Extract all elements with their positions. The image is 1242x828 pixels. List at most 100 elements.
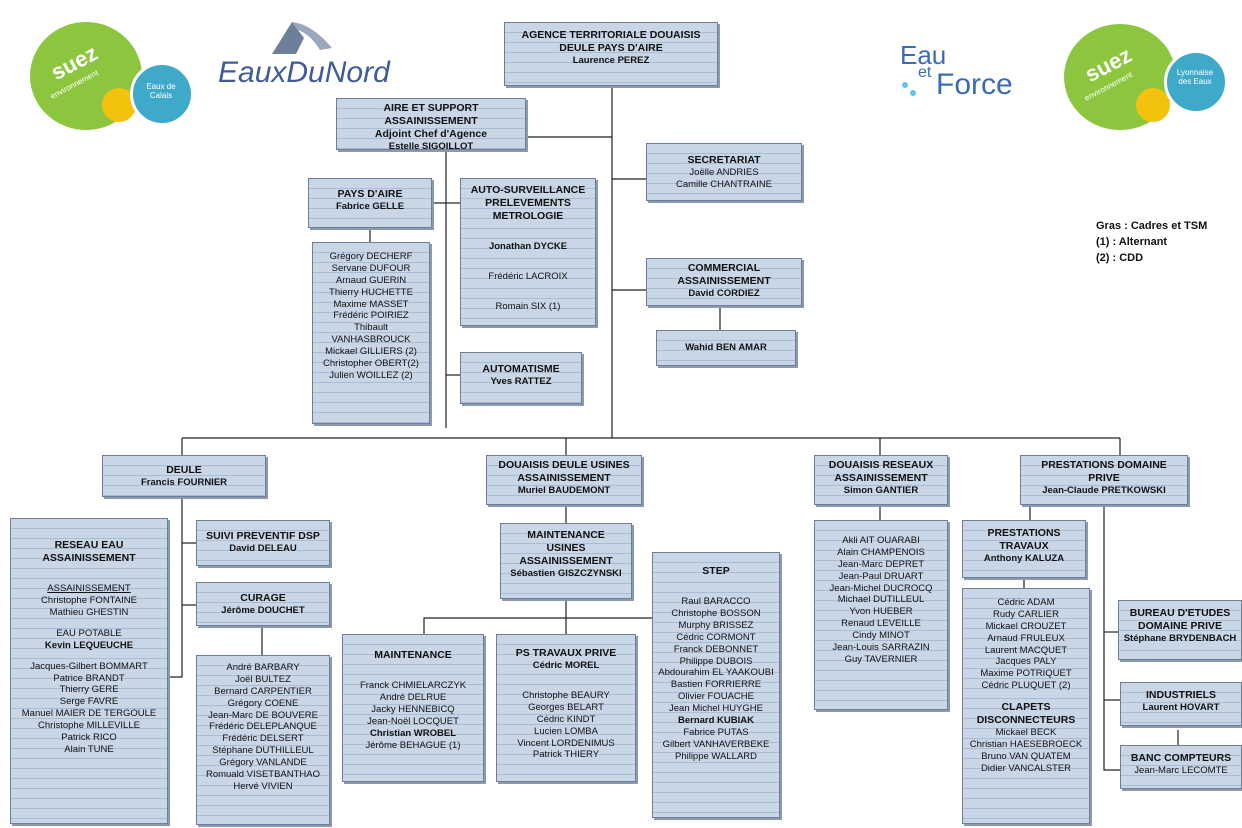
aire-support-box: AIRE ET SUPPORT ASSAINISSEMENT Adjoint C… — [336, 98, 526, 150]
staff-name: Cédric PLUQUET (2) — [981, 680, 1071, 692]
staff-name: Romain SIX (1) — [495, 301, 561, 313]
staff-name: Servane DUFOUR — [331, 262, 411, 274]
staff-name: Patrice BRANDT — [53, 672, 125, 684]
staff-name: Jacques PALY — [995, 656, 1057, 668]
staff-name: André BARBARY — [226, 662, 300, 673]
box-manager: Anthony KALUZA — [983, 553, 1065, 565]
staff-name: Cédric KINDT — [536, 713, 596, 725]
staff-name: Arnaud GUERIN — [335, 274, 407, 286]
staff-name: Bernard CARPENTIER — [214, 685, 312, 697]
legend-item: (1) : Alternant — [1096, 236, 1168, 248]
box-manager: Jean-Marc LECOMTE — [1134, 765, 1228, 777]
box-title: TRAVAUX — [999, 540, 1049, 553]
staff-name: Frédéric LACROIX — [488, 271, 568, 283]
box-title: PS TRAVAUX PRIVE — [515, 647, 617, 659]
staff-name: Lucien LOMBA — [534, 725, 598, 737]
prestations-box: PRESTATIONS DOMAINE PRIVE Jean-Claude PR… — [1020, 455, 1188, 505]
box-title: BANC COMPTEURS — [1130, 752, 1232, 764]
maintenance-usines-box: MAINTENANCE USINES ASSAINISSEMENT Sébast… — [500, 523, 632, 599]
staff-name: André DELRUE — [379, 692, 447, 703]
eauxdunord-logo: EauxDuNord — [218, 14, 390, 94]
staff-name: Maxime MASSET — [333, 298, 409, 310]
box-manager: Jonathan DYCKE — [488, 241, 568, 253]
staff-name: Grégory COENE — [227, 697, 299, 709]
staff-name: Gilbert VANHAVERBEKE — [662, 738, 770, 750]
usines-box: DOUAISIS DEULE USINES ASSAINISSEMENT Mur… — [486, 455, 642, 505]
staff-name: Frédéric POIRIEZ — [333, 310, 409, 322]
prestations-staff-box: Cédric ADAM Rudy CARLIER Mickael CROUZET… — [962, 588, 1090, 824]
box-manager: Francis FOURNIER — [140, 477, 228, 489]
staff-name: Manuel MAIER DE TERGOULE — [21, 708, 157, 720]
staff-name: Jacques-Gilbert BOMMART — [30, 660, 148, 672]
force-word: Force — [936, 68, 1013, 101]
box-title: ASSAINISSEMENT — [677, 275, 771, 288]
box-title: USINES — [546, 542, 586, 555]
staff-name: Guy TAVERNIER — [844, 653, 918, 665]
staff-name: Michael DUTILLEUL — [837, 594, 925, 606]
staff-name: Joël BULTEZ — [235, 673, 291, 685]
box-title: PAYS D'AIRE — [337, 188, 403, 200]
staff-name: Alain CHAMPENOIS — [837, 546, 925, 558]
staff-name: Camille CHANTRAINE — [675, 179, 773, 190]
bureau-etudes-box: BUREAU D'ETUDES DOMAINE PRIVE Stéphane B… — [1118, 600, 1242, 660]
staff-name: Rudy CARLIER — [993, 608, 1059, 620]
suivi-preventif-box: SUIVI PREVENTIF DSP David DELEAU — [196, 520, 330, 566]
box-title: BUREAU D'ETUDES — [1129, 607, 1231, 619]
staff-name: Mathieu GHESTIN — [49, 607, 129, 618]
box-manager: Estelle SIGOILLOT — [388, 141, 474, 150]
box-title: STEP — [702, 565, 730, 577]
staff-name: Vincent LORDENIMUS — [517, 737, 615, 749]
staff-name: Romuald VISETBANTHAO — [205, 768, 321, 780]
staff-name: Joëlle ANDRIES — [689, 167, 759, 179]
box-manager: Muriel BAUDEMONT — [517, 485, 611, 497]
auto-surveillance-box: AUTO-SURVEILLANCE PRELEVEMENTS METROLOGI… — [460, 178, 596, 326]
staff-name: Abdourahim EL YAAKOUBI — [658, 667, 774, 679]
staff-name: Christophe FONTAINE — [41, 595, 137, 607]
banc-compteurs-box: BANC COMPTEURS Jean-Marc LECOMTE — [1120, 745, 1242, 789]
staff-name: Franck CHMIELARCZYK — [359, 680, 467, 692]
staff-name: Mickael CROUZET — [985, 620, 1067, 632]
section-heading: ASSAINISSEMENT — [47, 583, 131, 595]
box-title: PRIVE — [1088, 472, 1120, 485]
staff-name: Mickael BECK — [995, 727, 1057, 739]
box-manager: Fabrice GELLE — [335, 201, 405, 213]
automatisme-box: AUTOMATISME Yves RATTEZ — [460, 352, 582, 404]
staff-name: Franck DEBONNET — [673, 643, 759, 655]
suez-lyonnaise-logo: suez environnement Lyonnaise des Eaux — [1064, 22, 1228, 137]
eau-et-force-logo: Eau et Force — [898, 40, 1028, 110]
staff-name: Frédéric DELEPLANQUE — [209, 721, 317, 733]
box-title: METROLOGIE — [492, 210, 564, 223]
staff-name: Wahid BEN AMAR — [685, 342, 767, 353]
prestations-travaux-box: PRESTATIONS TRAVAUX Anthony KALUZA — [962, 520, 1086, 578]
box-title: MAINTENANCE — [527, 529, 605, 541]
box-title: ASSAINISSEMENT — [42, 552, 136, 565]
staff-name: Grégory VANLANDE — [219, 757, 307, 768]
box-title: DEULE PAYS D'AIRE — [559, 42, 663, 55]
box-title: ASSAINISSEMENT — [517, 472, 611, 485]
staff-name: Jean-Louis SARRAZIN — [832, 641, 930, 653]
staff-name: Frédéric DELSERT — [222, 733, 304, 745]
eauxdunord-emblem-icon — [272, 22, 332, 54]
legend: Gras : Cadres et TSM (1) : Alternant (2)… — [1096, 218, 1207, 266]
staff-name: Christian HAESEBROECK — [969, 739, 1083, 751]
staff-name: Stéphane DUTHILLEUL — [212, 745, 314, 757]
staff-name: Akli AIT OUARABI — [842, 535, 920, 546]
pays-aire-staff-box: Grégory DECHERF Servane DUFOUR Arnaud GU… — [312, 242, 430, 424]
box-title: DEULE — [166, 464, 202, 476]
staff-name-lead: Bernard KUBIAK — [677, 714, 754, 726]
box-manager: Cédric MOREL — [532, 660, 600, 672]
staff-name: Grégory DECHERF — [329, 251, 413, 262]
staff-name: Jean-Michel DUCROCQ — [829, 582, 933, 594]
staff-name: Christophe BOSSON — [671, 608, 761, 619]
staff-name: Jean-Paul DRUART — [838, 570, 924, 582]
staff-name: Jérôme BEHAGUE (1) — [365, 739, 461, 751]
staff-name: Alain TUNE — [64, 743, 114, 755]
staff-name: Cédric ADAM — [997, 597, 1055, 608]
box-title: AIRE ET SUPPORT ASSAINISSEMENT — [383, 102, 479, 128]
box-manager: Laurent HOVART — [1142, 702, 1220, 714]
staff-name: Philippe WALLARD — [674, 750, 758, 762]
staff-name: Maxime POTRIQUET — [980, 668, 1072, 680]
box-title: SUIVI PREVENTIF DSP — [206, 530, 320, 542]
staff-name: Olivier FOUACHE — [677, 691, 754, 703]
section-lead: Kevin LEQUEUCHE — [44, 639, 134, 651]
